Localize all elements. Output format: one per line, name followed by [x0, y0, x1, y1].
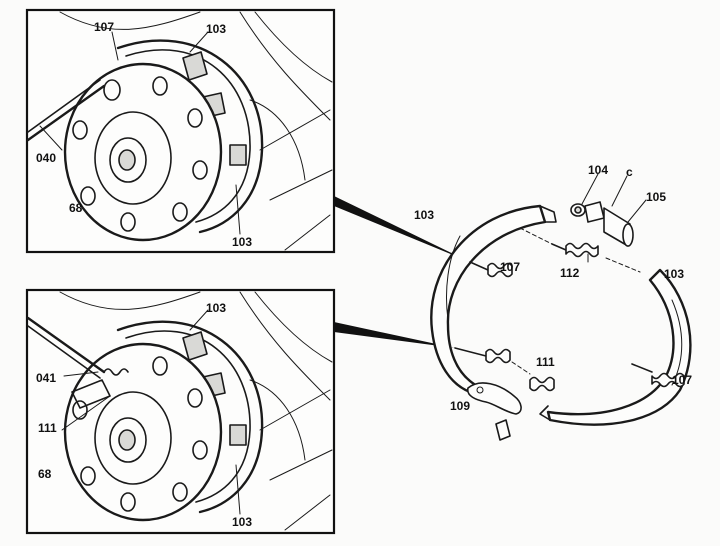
- label-shoe-left-103: 103: [414, 208, 434, 222]
- label-adjuster-104: 104: [588, 163, 608, 177]
- top-detail-panel: 107 103 040 68 103: [25, 8, 336, 254]
- label-spring-upper-112: 112: [560, 266, 580, 280]
- label-top-shoe-bottom-103: 103: [232, 235, 252, 249]
- label-bottom-spring-111: 111: [38, 421, 57, 435]
- label-lever-109: 109: [450, 399, 470, 413]
- label-shoe-right-103: 103: [664, 267, 684, 281]
- callout-pointers: [334, 196, 470, 348]
- label-bottom-shoe-bottom-103: 103: [232, 515, 252, 529]
- label-top-shoe-103: 103: [206, 22, 226, 36]
- label-bottom-shoe-103: 103: [206, 301, 226, 315]
- bottom-detail-panel: 103 041 111 68 103: [25, 288, 336, 535]
- label-letter-c: c: [626, 165, 633, 179]
- label-adjuster-nut-105: 105: [646, 190, 666, 204]
- label-tool-041: 041: [36, 371, 56, 385]
- label-top-pin-107: 107: [94, 20, 114, 34]
- label-bottom-hub-68: 68: [38, 467, 52, 481]
- exploded-view: 103 107 104 c 105 112 103 111 107 109: [414, 163, 692, 441]
- label-tool-040: 040: [36, 151, 56, 165]
- label-spring-lower-111: 111: [536, 355, 555, 369]
- label-top-hub-68: 68: [69, 201, 83, 215]
- label-pin-upper-107: 107: [500, 260, 520, 274]
- label-pin-right-107: 107: [672, 373, 692, 387]
